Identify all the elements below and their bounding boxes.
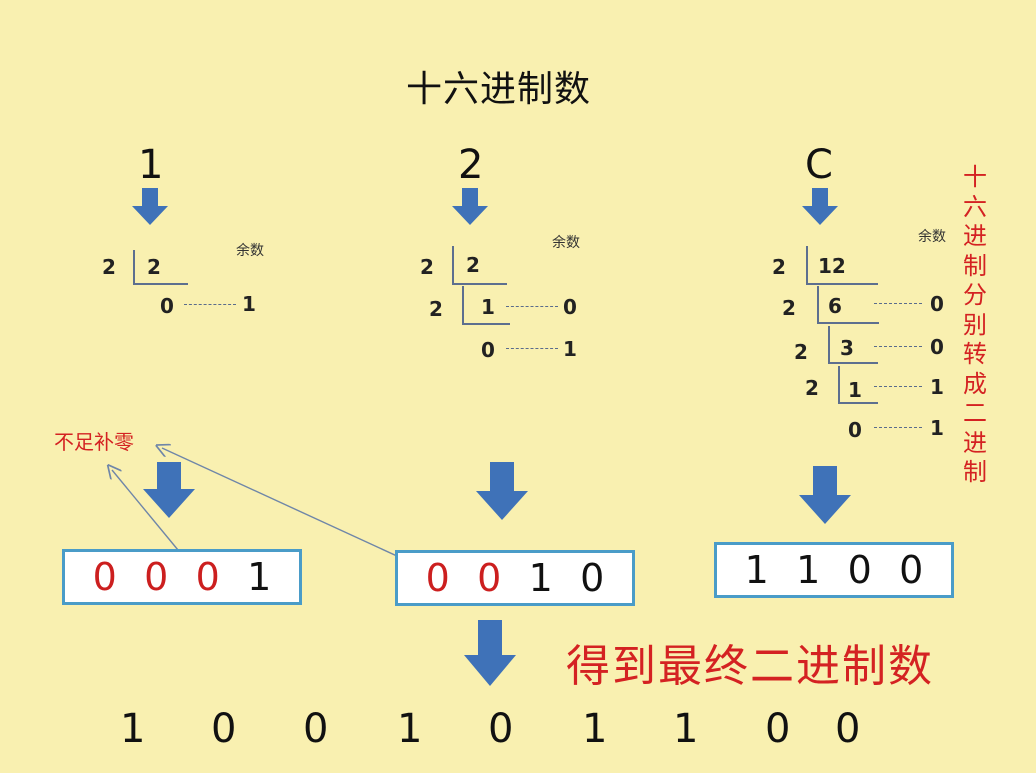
quotient: 1 <box>481 295 495 319</box>
bit: 0 <box>92 555 117 599</box>
divisor: 2 <box>429 297 443 321</box>
final-bit: 1 <box>673 706 699 752</box>
division-bracket <box>452 246 454 284</box>
quotient: 2 <box>147 255 161 279</box>
page-title: 十六进制数 <box>406 69 592 110</box>
divisor: 2 <box>805 376 819 400</box>
remainder: 1 <box>563 337 577 361</box>
bit: 1 <box>796 548 821 592</box>
dashed-link <box>874 346 922 347</box>
divisor: 2 <box>794 340 808 364</box>
divisor: 2 <box>772 255 786 279</box>
bit: 0 <box>195 555 220 599</box>
division-bracket <box>806 283 878 285</box>
bit: 1 <box>528 556 553 600</box>
divisor: 2 <box>102 255 116 279</box>
down-arrow-icon <box>132 188 168 225</box>
quotient: 12 <box>818 254 846 278</box>
quotient: 3 <box>840 336 854 360</box>
division-bracket <box>462 286 464 324</box>
quotient: 1 <box>848 378 862 402</box>
bit: 0 <box>477 556 502 600</box>
pad-note: 不足补零 <box>54 430 134 454</box>
quotient: 0 <box>848 418 862 442</box>
final-bit: 1 <box>397 706 423 752</box>
down-arrow-icon <box>799 466 851 524</box>
quotient: 0 <box>481 338 495 362</box>
result-label: 得到最终二进制数 <box>566 641 934 692</box>
pad-pointer-arrow <box>162 448 411 563</box>
binary-box-3: 1 1 0 0 <box>714 542 954 598</box>
dashed-link <box>874 303 922 304</box>
bit: 0 <box>899 548 924 592</box>
final-bit: 0 <box>835 706 861 752</box>
final-bit: 0 <box>488 706 514 752</box>
remainder: 1 <box>242 292 256 316</box>
quotient: 6 <box>828 294 842 318</box>
bit: 1 <box>744 548 769 592</box>
remainder: 1 <box>930 416 944 440</box>
division-bracket <box>838 402 878 404</box>
remainder-label: 余数 <box>918 229 946 245</box>
down-arrow-icon <box>802 188 838 225</box>
bit: 0 <box>144 555 169 599</box>
dashed-link <box>506 306 558 307</box>
dashed-link <box>184 304 236 305</box>
remainder-label: 余数 <box>552 235 580 251</box>
hex-digit-c: C <box>805 142 833 188</box>
divisor: 2 <box>782 296 796 320</box>
division-bracket <box>133 250 135 284</box>
bit: 0 <box>580 556 605 600</box>
down-arrow-icon <box>464 620 516 686</box>
divisor: 2 <box>420 255 434 279</box>
division-bracket <box>817 322 879 324</box>
final-bit: 0 <box>211 706 237 752</box>
pad-pointer-arrow <box>112 470 179 551</box>
final-bit: 0 <box>765 706 791 752</box>
dashed-link <box>874 427 922 428</box>
remainder: 0 <box>563 295 577 319</box>
down-arrow-icon <box>452 188 488 225</box>
hex-digit-1: 1 <box>138 142 164 188</box>
division-bracket <box>462 323 510 325</box>
hex-digit-2: 2 <box>458 142 484 188</box>
side-note: 十六进制分别转成二进制 <box>963 163 987 486</box>
remainder: 0 <box>930 292 944 316</box>
down-arrow-icon <box>476 462 528 520</box>
dashed-link <box>506 348 558 349</box>
bit: 0 <box>425 556 450 600</box>
dashed-link <box>874 386 922 387</box>
final-bit: 0 <box>303 706 329 752</box>
division-bracket <box>828 326 830 363</box>
division-bracket <box>806 246 808 284</box>
remainder-label: 余数 <box>236 243 264 259</box>
division-bracket <box>838 366 840 403</box>
final-bit: 1 <box>120 706 146 752</box>
division-bracket <box>817 286 819 323</box>
bit: 1 <box>247 555 272 599</box>
bit: 0 <box>847 548 872 592</box>
quotient: 0 <box>160 294 174 318</box>
binary-box-2: 0 0 1 0 <box>395 550 635 606</box>
division-bracket <box>133 283 188 285</box>
remainder: 1 <box>930 375 944 399</box>
final-bit: 1 <box>582 706 608 752</box>
remainder: 0 <box>930 335 944 359</box>
division-bracket <box>452 283 507 285</box>
down-arrow-icon <box>143 462 195 518</box>
binary-box-1: 0 0 0 1 <box>62 549 302 605</box>
division-bracket <box>828 362 878 364</box>
quotient: 2 <box>466 253 480 277</box>
